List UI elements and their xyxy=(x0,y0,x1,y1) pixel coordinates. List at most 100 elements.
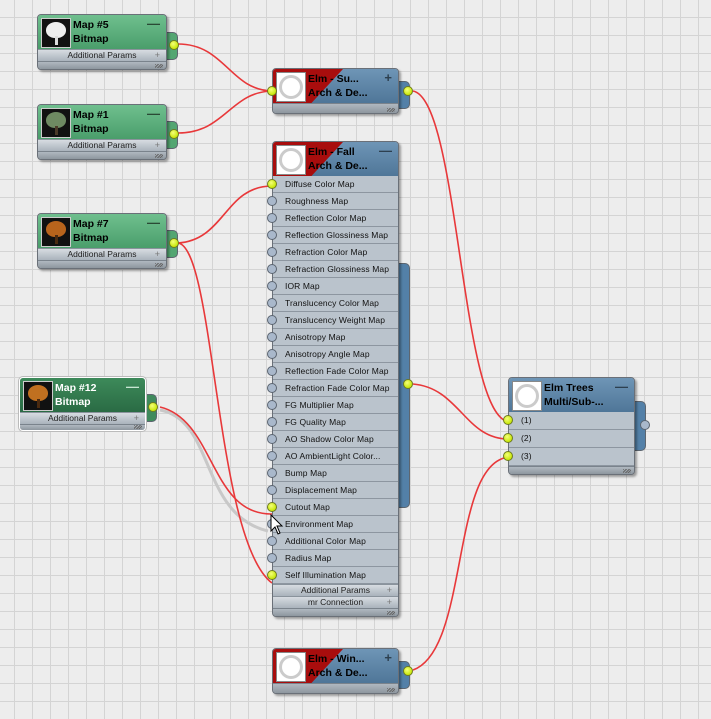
minus-icon[interactable]: — xyxy=(147,16,160,31)
map-node-map5[interactable]: Map #5 Bitmap — Additional Params+ xyxy=(37,14,179,70)
material-node-elm-trees-multisub[interactable]: Elm Trees Multi/Sub-... — (1)(2)(3) xyxy=(503,377,650,475)
slot-row[interactable]: FG Quality Map xyxy=(267,414,398,431)
input-socket[interactable] xyxy=(503,433,513,443)
material-node-elm-fall[interactable]: Elm - Fall Arch & De... — Diffuse Color … xyxy=(267,141,413,617)
slot-row[interactable]: Radius Map xyxy=(267,550,398,567)
resize-grip[interactable] xyxy=(273,683,398,693)
resize-grip[interactable] xyxy=(273,103,398,113)
minus-icon[interactable]: — xyxy=(126,379,139,394)
input-socket[interactable] xyxy=(503,415,513,425)
input-socket[interactable] xyxy=(267,281,277,291)
output-socket[interactable] xyxy=(403,666,413,676)
input-socket[interactable] xyxy=(267,553,277,563)
slot-row[interactable]: Reflection Fade Color Map xyxy=(267,363,398,380)
slot-row[interactable]: IOR Map xyxy=(267,278,398,295)
output-socket[interactable] xyxy=(169,238,179,248)
minus-icon[interactable]: — xyxy=(379,143,392,158)
slot-row[interactable]: Anisotropy Map xyxy=(267,329,398,346)
slot-row[interactable]: (3) xyxy=(503,448,634,466)
slot-row[interactable]: Environment Map xyxy=(267,516,398,533)
input-socket[interactable] xyxy=(267,332,277,342)
output-socket[interactable] xyxy=(640,420,650,430)
rollout-additional-params[interactable]: Additional Params+ xyxy=(38,139,166,151)
input-socket[interactable] xyxy=(267,485,277,495)
input-socket[interactable] xyxy=(267,298,277,308)
input-socket[interactable] xyxy=(267,502,277,512)
material-node-elm-winter[interactable]: Elm - Win... Arch & De... + xyxy=(272,648,413,694)
slot-row[interactable]: Displacement Map xyxy=(267,482,398,499)
node-header[interactable]: Map #12 Bitmap — xyxy=(20,378,145,412)
input-socket[interactable] xyxy=(267,86,277,96)
input-socket[interactable] xyxy=(267,230,277,240)
resize-grip[interactable] xyxy=(509,466,634,474)
slot-row[interactable]: (1) xyxy=(503,412,634,430)
resize-grip[interactable] xyxy=(20,424,145,430)
slot-row[interactable]: Refraction Fade Color Map xyxy=(267,380,398,397)
slot-row[interactable]: Reflection Color Map xyxy=(267,210,398,227)
map-node-map7[interactable]: Map #7 Bitmap — Additional Params+ xyxy=(37,213,179,269)
rollout-mr-connection[interactable]: mr Connection+ xyxy=(273,596,398,608)
node-header[interactable]: Elm Trees Multi/Sub-... — xyxy=(509,378,634,412)
input-socket[interactable] xyxy=(267,570,277,580)
input-socket[interactable] xyxy=(267,417,277,427)
minus-icon[interactable]: — xyxy=(615,379,628,394)
input-socket[interactable] xyxy=(267,400,277,410)
input-socket[interactable] xyxy=(267,434,277,444)
material-node-elm-summer[interactable]: Elm - Su... Arch & De... + xyxy=(267,68,413,114)
map-node-map1[interactable]: Map #1 Bitmap — Additional Params+ xyxy=(37,104,179,160)
input-socket[interactable] xyxy=(267,366,277,376)
slot-row[interactable]: Self Illumination Map xyxy=(267,567,398,584)
slot-row[interactable]: Translucency Color Map xyxy=(267,295,398,312)
plus-icon[interactable]: + xyxy=(384,650,392,665)
input-socket[interactable] xyxy=(503,451,513,461)
slot-row[interactable]: Cutout Map xyxy=(267,499,398,516)
input-socket[interactable] xyxy=(267,179,277,189)
rollout-additional-params[interactable]: Additional Params+ xyxy=(273,584,398,596)
minus-icon[interactable]: — xyxy=(147,106,160,121)
input-socket[interactable] xyxy=(267,468,277,478)
input-socket[interactable] xyxy=(267,536,277,546)
resize-grip[interactable] xyxy=(38,61,166,69)
input-socket[interactable] xyxy=(267,315,277,325)
input-socket[interactable] xyxy=(267,196,277,206)
slot-row[interactable]: Refraction Glossiness Map xyxy=(267,261,398,278)
input-socket[interactable] xyxy=(267,451,277,461)
slot-row[interactable]: Refraction Color Map xyxy=(267,244,398,261)
resize-grip[interactable] xyxy=(38,151,166,159)
node-header[interactable]: Map #5 Bitmap — xyxy=(38,15,166,49)
node-header[interactable]: Elm - Fall Arch & De... — xyxy=(273,142,398,176)
output-socket[interactable] xyxy=(148,402,158,412)
plus-icon[interactable]: + xyxy=(384,70,392,85)
slot-row[interactable]: Diffuse Color Map xyxy=(267,176,398,193)
output-socket[interactable] xyxy=(169,129,179,139)
output-socket[interactable] xyxy=(403,379,413,389)
rollout-additional-params[interactable]: Additional Params+ xyxy=(20,412,145,424)
slot-row[interactable]: (2) xyxy=(503,430,634,448)
node-header[interactable]: Map #7 Bitmap — xyxy=(38,214,166,248)
slot-row[interactable]: Roughness Map xyxy=(267,193,398,210)
rollout-additional-params[interactable]: Additional Params+ xyxy=(38,49,166,61)
node-header[interactable]: Map #1 Bitmap — xyxy=(38,105,166,139)
output-socket[interactable] xyxy=(169,40,179,50)
slot-row[interactable]: Translucency Weight Map xyxy=(267,312,398,329)
input-socket[interactable] xyxy=(267,264,277,274)
output-socket[interactable] xyxy=(403,86,413,96)
input-socket[interactable] xyxy=(267,349,277,359)
input-socket[interactable] xyxy=(267,213,277,223)
rollout-additional-params[interactable]: Additional Params+ xyxy=(38,248,166,260)
input-socket[interactable] xyxy=(267,383,277,393)
resize-grip[interactable] xyxy=(273,608,398,616)
minus-icon[interactable]: — xyxy=(147,215,160,230)
resize-grip[interactable] xyxy=(38,260,166,268)
slot-row[interactable]: Bump Map xyxy=(267,465,398,482)
slot-row[interactable]: Anisotropy Angle Map xyxy=(267,346,398,363)
slot-row[interactable]: AO AmbientLight Color... xyxy=(267,448,398,465)
slot-row[interactable]: Reflection Glossiness Map xyxy=(267,227,398,244)
map-node-map12[interactable]: Map #12 Bitmap — Additional Params+ xyxy=(19,377,158,431)
node-header[interactable]: Elm - Win... Arch & De... + xyxy=(273,649,398,683)
node-header[interactable]: Elm - Su... Arch & De... + xyxy=(273,69,398,103)
slot-row[interactable]: FG Multiplier Map xyxy=(267,397,398,414)
input-socket[interactable] xyxy=(267,247,277,257)
slot-row[interactable]: AO Shadow Color Map xyxy=(267,431,398,448)
slot-row[interactable]: Additional Color Map xyxy=(267,533,398,550)
